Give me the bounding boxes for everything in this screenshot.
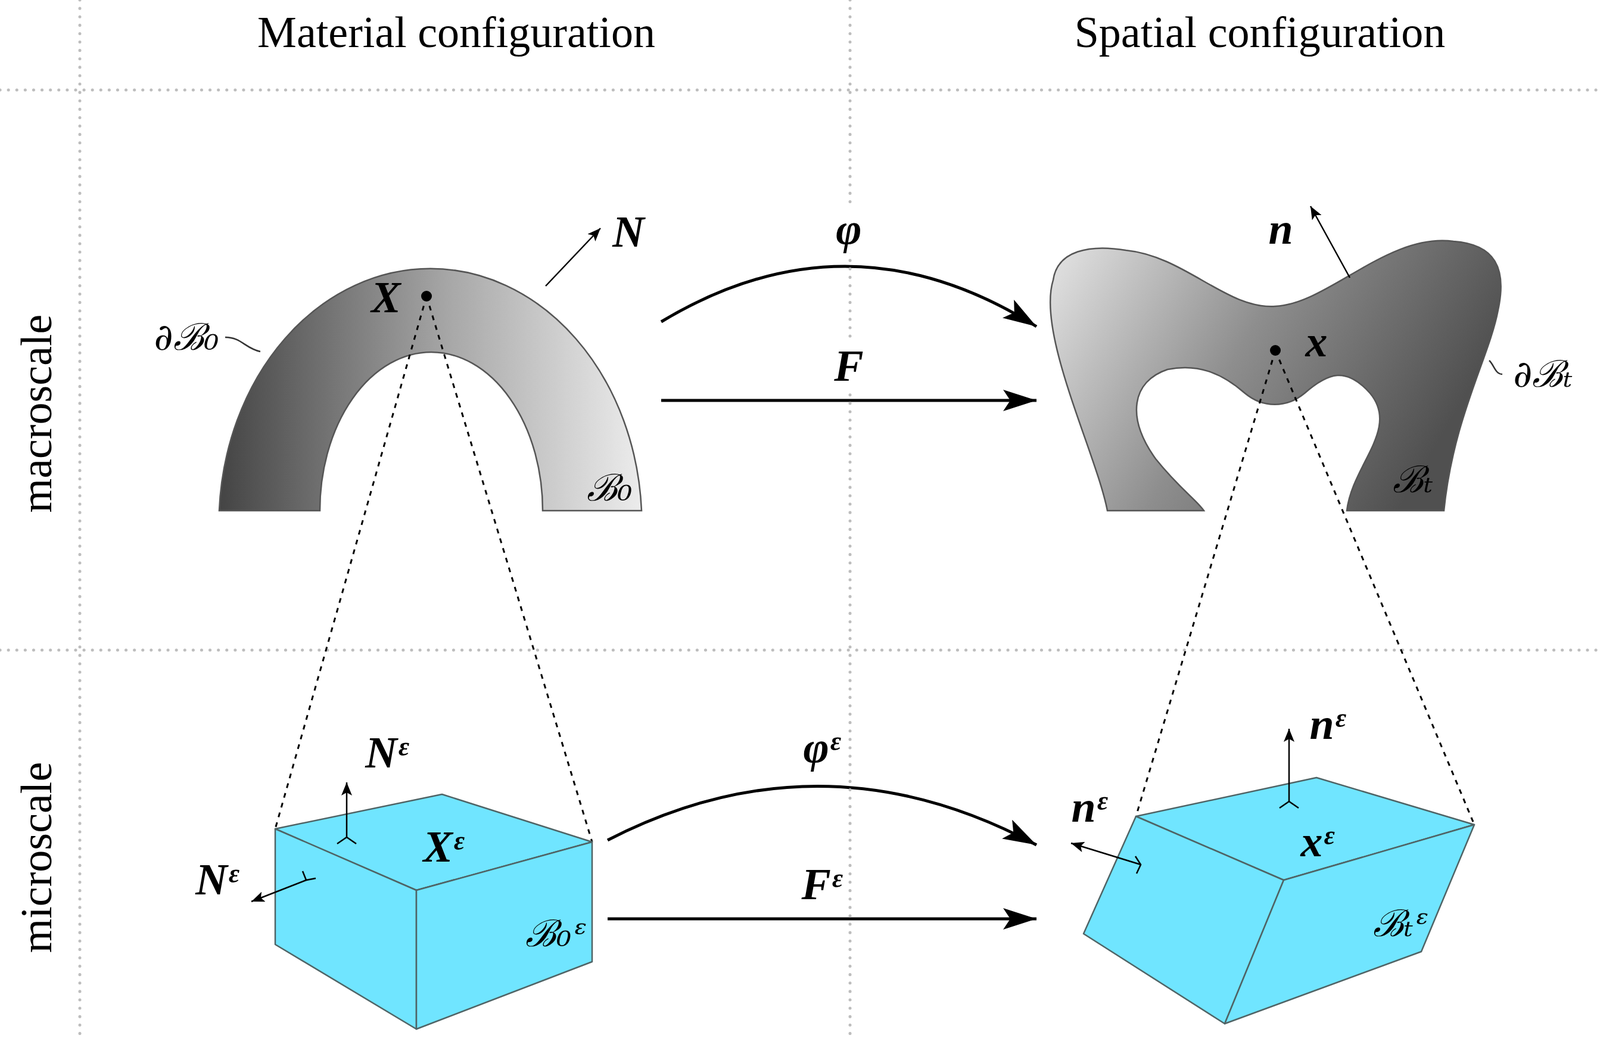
column-heading: Material configuration: [257, 8, 656, 57]
body-node: ℬ₀ᵋXᵋNᵋNᵋ: [178, 702, 608, 1034]
body-node: ℬ₀ ∂ℬ₀ X N: [137, 202, 662, 525]
edge-label: φᵋ: [799, 723, 845, 772]
motion-arrow: [661, 266, 1037, 327]
symbol-label: Nᵋ: [195, 855, 239, 904]
symbol-label: Nᵋ: [365, 728, 409, 777]
body-node: ℬₜᵋxᵋ nᵋ nᵋ: [1036, 690, 1490, 1031]
symbol-label: ℬ₀: [586, 467, 633, 509]
row-heading: macroscale: [12, 314, 61, 513]
row-heading: microscale: [12, 761, 61, 954]
edge-label: Fᵋ: [797, 860, 846, 909]
gradient-arrow: [661, 399, 1037, 403]
symbol-label: ℬₜᵋ: [1373, 903, 1430, 944]
symbol-label: n: [1268, 204, 1293, 254]
symbol-label: ℬ₀ᵋ: [525, 913, 587, 954]
spatial-cell: [1036, 690, 1490, 1031]
symbol-label: N: [612, 207, 644, 257]
column-heading: Spatial configuration: [1074, 8, 1446, 57]
symbol-label: xᵋ: [1300, 817, 1335, 866]
edge-label: F: [830, 341, 867, 391]
symbol-label: ℬₜ: [1392, 459, 1433, 500]
motion-arrow: [607, 785, 1037, 845]
symbol-label: Xᵋ: [422, 822, 465, 871]
body-node: ℬₜ ∂ℬₜ x n: [1036, 196, 1594, 525]
edge-label: φ: [832, 204, 865, 254]
symbol-label: x: [1305, 317, 1328, 366]
symbol-label: ∂ℬ₀: [154, 316, 220, 358]
material-body: [137, 202, 662, 525]
symbol-label: nᵋ: [1309, 699, 1346, 749]
gradient-arrow: [607, 917, 1037, 921]
symbol-label: ∂ℬₜ: [1513, 353, 1573, 395]
symbol-label: nᵋ: [1071, 782, 1108, 831]
symbol-label: X: [371, 273, 401, 322]
